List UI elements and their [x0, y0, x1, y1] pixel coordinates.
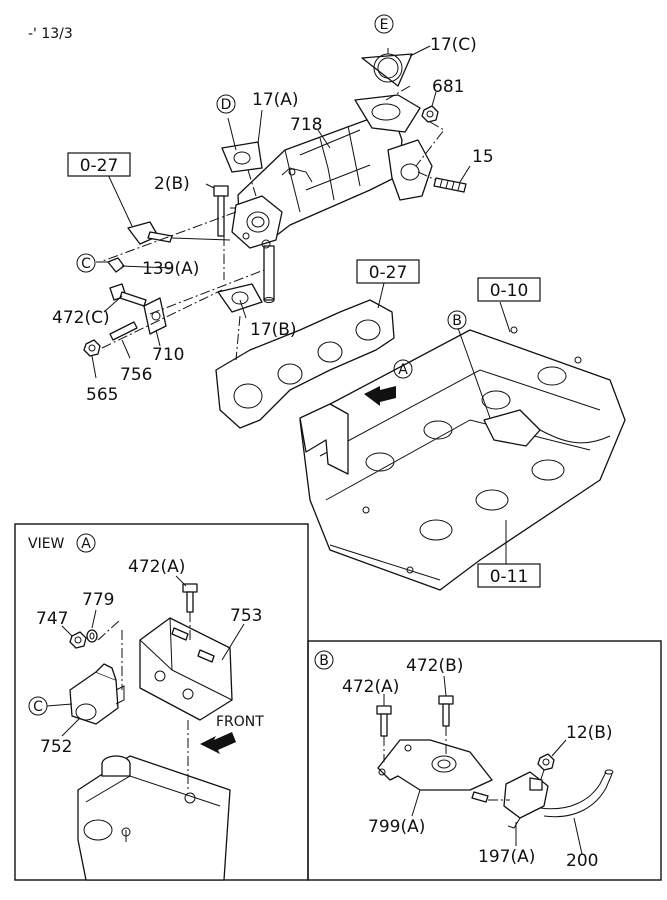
circle-mark-d: D — [216, 94, 236, 114]
gasket-17b — [217, 283, 263, 313]
callout-197a: 197(A) — [478, 847, 535, 867]
callout-472a-view: 472(A) — [128, 557, 185, 577]
svg-text:C: C — [81, 256, 91, 272]
b-panel-letter: B — [319, 653, 329, 669]
egr-cooler-718 — [231, 94, 433, 303]
stud-756 — [109, 321, 138, 341]
callout-139a: 139(A) — [142, 259, 199, 279]
callout-752: 752 — [40, 737, 72, 757]
valve-197a — [503, 771, 549, 829]
callout-747: 747 — [36, 609, 68, 629]
nut-565 — [83, 339, 101, 357]
circle-mark-b: B — [447, 310, 467, 330]
gasket-17c — [361, 53, 413, 87]
front-label: FRONT — [216, 714, 264, 730]
b-detail-panel: B — [307, 640, 662, 881]
nut-681 — [421, 105, 439, 123]
callout-756: 756 — [120, 365, 152, 385]
callout-718: 718 — [290, 115, 322, 135]
callout-17b: 17(B) — [250, 320, 297, 340]
cylinder-head — [299, 326, 626, 591]
svg-text:E: E — [380, 17, 389, 33]
ref-011-text: 0-11 — [490, 567, 529, 587]
nut-12b — [537, 753, 555, 771]
callout-565: 565 — [86, 385, 118, 405]
ref-010-text: 0-10 — [490, 281, 529, 301]
circle-mark-c: C — [76, 253, 96, 273]
stud-15 — [433, 177, 467, 193]
callout-779: 779 — [82, 590, 114, 610]
view-a-circle — [76, 533, 96, 553]
exhaust-manifold — [215, 299, 395, 429]
bolt-472b-b — [438, 695, 454, 727]
bolt-2b — [213, 185, 229, 237]
svg-text:A: A — [398, 362, 408, 378]
front-arrow — [200, 732, 236, 754]
circle-mark-a: A — [393, 359, 413, 379]
page-reference: -' 13/3 — [28, 26, 73, 42]
ref-027-top-text: 0-27 — [80, 156, 119, 176]
callout-472a-b: 472(A) — [342, 677, 399, 697]
bolt-472c — [109, 283, 147, 307]
bolt-472a-view — [182, 583, 198, 613]
svg-text:B: B — [452, 313, 462, 329]
view-a-letter: A — [81, 536, 91, 552]
callout-472b-b: 472(B) — [406, 656, 463, 676]
callout-200: 200 — [566, 851, 598, 871]
callout-472c: 472(C) — [52, 308, 110, 328]
view-title: VIEW — [28, 536, 65, 552]
bracket-799a — [377, 739, 493, 791]
callout-799a: 799(A) — [368, 817, 425, 837]
engine-block-view — [77, 755, 231, 881]
svg-text:D: D — [221, 97, 232, 113]
nut-747 — [69, 631, 87, 649]
sensor-752 — [69, 663, 125, 725]
ref-box-011: 0-11 — [477, 563, 541, 588]
hose-200 — [539, 769, 614, 818]
callout-681: 681 — [432, 77, 464, 97]
callout-2b: 2(B) — [154, 174, 190, 194]
svg-text:C: C — [33, 699, 43, 715]
gasket-17a — [221, 141, 263, 173]
stud-clip — [471, 791, 489, 803]
circle-mark-e: E — [374, 14, 394, 34]
ref-box-027-mid: 0-27 — [356, 259, 420, 284]
ref-027-mid-text: 0-27 — [369, 263, 408, 283]
callout-12b: 12(B) — [566, 723, 613, 743]
callout-17a: 17(A) — [252, 90, 299, 110]
clip-139a — [107, 257, 125, 273]
washer-779 — [86, 629, 98, 643]
view-a-arrow — [364, 386, 396, 406]
callout-15: 15 — [472, 147, 494, 167]
callout-17c: 17(C) — [430, 35, 477, 55]
ref-box-010: 0-10 — [477, 277, 541, 302]
bracket-710 — [143, 297, 167, 335]
sensor-connector — [127, 221, 231, 245]
bolt-472a-b — [376, 705, 392, 737]
bracket-753 — [139, 617, 233, 721]
callout-710: 710 — [152, 345, 184, 365]
callout-753: 753 — [230, 606, 262, 626]
b-panel-circle — [314, 650, 334, 670]
ref-box-027-top: 0-27 — [67, 152, 131, 177]
view-a-panel: VIEW A — [14, 523, 309, 881]
